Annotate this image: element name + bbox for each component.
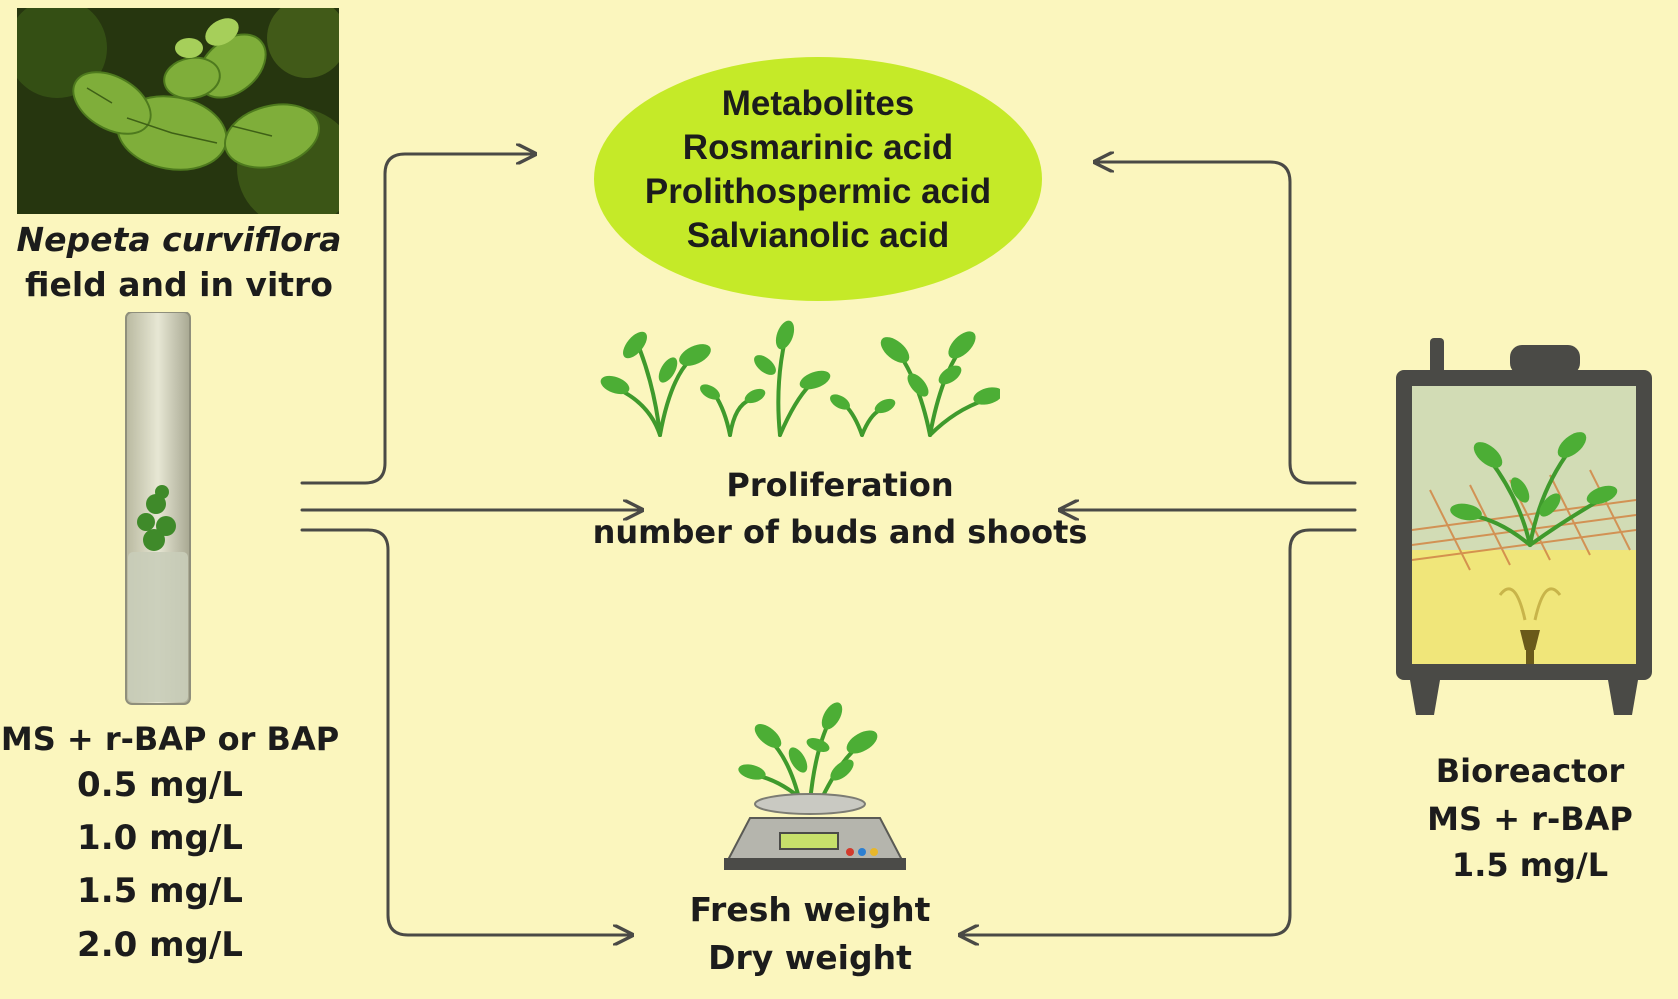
concentration-item: 1.5 mg/L: [77, 871, 243, 911]
bioreactor-concentration: 1.5 mg/L: [1451, 846, 1609, 884]
metabolites-ellipse: [594, 57, 1042, 301]
arrow-right-to-metabolites: [1095, 162, 1357, 485]
arrow-left-to-weight: [300, 528, 632, 935]
bioreactor-icon: [1396, 338, 1652, 715]
bioreactor-media: MS + r-BAP: [1427, 800, 1633, 838]
metabolite-item: Rosmarinic acid: [682, 128, 954, 167]
test-tube-culture: [125, 312, 191, 705]
fresh-weight-label: Fresh weight: [689, 890, 931, 929]
metabolites-title: Metabolites: [721, 84, 915, 123]
arrow-right-to-weight: [960, 528, 1357, 935]
species-name: Nepeta curviflora: [16, 220, 342, 259]
dry-weight-label: Dry weight: [708, 938, 912, 977]
concentration-item: 2.0 mg/L: [77, 925, 243, 965]
plantlets-icon: [600, 320, 1000, 437]
concentration-item: 0.5 mg/L: [77, 765, 243, 805]
metabolite-item: Prolithospermic acid: [644, 172, 992, 211]
metabolite-item: Salvianolic acid: [686, 216, 950, 255]
bioreactor-title: Bioreactor: [1435, 752, 1625, 790]
proliferation-title: Proliferation: [726, 466, 954, 504]
arrow-left-to-metabolites: [300, 154, 535, 485]
nepeta-plant-photo: [17, 8, 339, 214]
proliferation-subtitle: number of buds and shoots: [592, 513, 1088, 551]
media-label: MS + r-BAP or BAP: [0, 720, 340, 758]
species-subtitle: field and in vitro: [25, 265, 333, 304]
concentration-item: 1.0 mg/L: [77, 818, 243, 858]
metabolites-box: Metabolites Rosmarinic acid Prolithosper…: [592, 82, 1044, 258]
weighing-scale-icon: [724, 702, 906, 870]
